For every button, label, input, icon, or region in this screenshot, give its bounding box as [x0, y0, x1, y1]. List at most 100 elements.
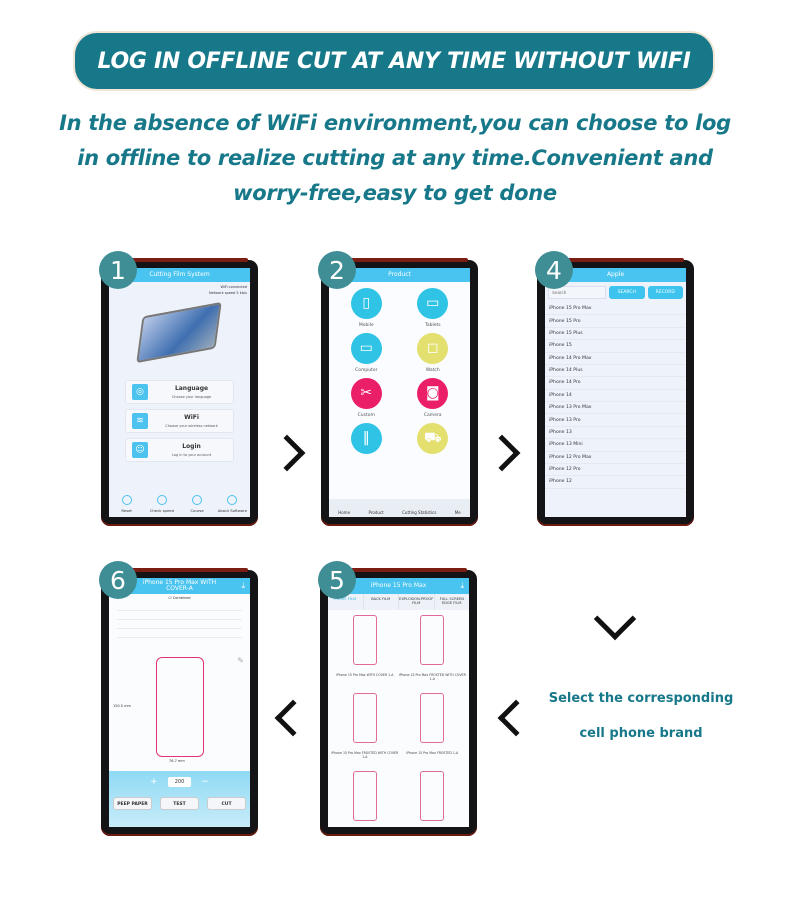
category-item[interactable]: ✂ Custom — [333, 378, 400, 418]
category-item[interactable]: ▭Tablets — [400, 288, 467, 328]
category-item[interactable]: ▯Mobile — [333, 288, 400, 328]
film-item[interactable] — [331, 769, 399, 827]
download-icon[interactable]: ⤓ — [460, 581, 464, 590]
nav-label: Me — [454, 510, 461, 515]
search-button[interactable]: SEARCH — [609, 286, 645, 299]
nav-tab[interactable]: Cutting Statistics — [402, 510, 436, 515]
model-list-item[interactable]: iPhone 14 Pro Max — [545, 353, 686, 365]
arrow-right-icon — [268, 434, 306, 472]
download-icon[interactable]: ⤓ — [241, 581, 245, 590]
film-tab[interactable]: EXPLOSION-PROOF FILM — [399, 594, 434, 610]
cut-button[interactable]: CUT — [207, 797, 246, 810]
film-outline — [352, 615, 377, 665]
footer-item[interactable]: About Software — [217, 495, 247, 513]
arrow-left-icon — [497, 699, 535, 737]
note-line-2: cell phone brand — [579, 726, 703, 741]
nav-tab[interactable]: Me — [455, 510, 461, 515]
film-item[interactable] — [399, 769, 467, 827]
arrow-right-icon — [483, 434, 521, 472]
footer-label: Check speed — [149, 508, 175, 513]
subtitle: In the absence of WiFi environment,you c… — [30, 106, 760, 211]
film-label: iPhone 15 Pro Max FROSTED WITH COVER 1-A — [331, 751, 399, 759]
film-tab[interactable]: BACK FILM — [363, 594, 398, 610]
menu-label: WiFi — [184, 414, 199, 421]
category-item[interactable]: ‖ — [333, 423, 400, 458]
model-list-item[interactable]: iPhone 15 Pro — [545, 315, 686, 328]
wifi-icon: ≋ — [132, 413, 148, 429]
category-label: Custom — [357, 413, 375, 418]
wifi-status: WiFi connected — [220, 285, 247, 289]
film-outline — [420, 771, 445, 821]
category-icon: ▯ — [350, 288, 382, 319]
model-list-item[interactable]: iPhone 12 Pro Max — [545, 452, 686, 464]
nav-tab[interactable]: Home — [338, 510, 350, 515]
screen-title: Product — [329, 268, 470, 282]
category-item[interactable]: ⛟ — [400, 423, 467, 458]
category-icon: ◻ — [417, 333, 449, 364]
model-list-item[interactable]: iPhone 13 Pro — [545, 414, 686, 427]
model-list-item[interactable]: iPhone 15 Pro Max — [545, 303, 686, 316]
film-outline — [420, 615, 445, 665]
category-icon: ◙ — [417, 378, 449, 409]
category-icon: ▭ — [350, 333, 382, 364]
film-item[interactable]: iPhone 15 Pro Max WITH COVER 1-A — [331, 613, 399, 691]
film-item[interactable]: iPhone 15 Pro Max FROSTED WITH COVER 1-A — [331, 691, 399, 769]
model-list-item[interactable]: iPhone 15 — [545, 340, 686, 353]
step-badge-5: 5 — [318, 561, 356, 599]
model-list-item[interactable]: iPhone 13 Mini — [545, 439, 686, 452]
test-button[interactable]: TEST — [160, 797, 199, 810]
film-label: iPhone 15 Pro Max FROSTED WITH COVER 1-A — [398, 673, 466, 681]
footer-icon — [192, 495, 203, 505]
combined-checkbox[interactable]: ☑ — [168, 596, 173, 600]
footer-item[interactable]: Reset — [112, 495, 142, 513]
category-icon: ▭ — [417, 288, 449, 319]
model-list-item[interactable]: iPhone 12 — [545, 476, 686, 489]
film-label: iPhone 15 Pro Max WITH COVER 1-A — [336, 673, 394, 677]
screen-title: iPhone 15 Pro Max WITH COVER-A — [142, 579, 217, 592]
menu-sublabel: Choose your language — [171, 395, 212, 399]
screen-title: Cutting Film System — [109, 268, 250, 282]
cut-options — [117, 602, 242, 638]
model-list-item[interactable]: iPhone 15 Plus — [545, 328, 686, 341]
decrease-button[interactable]: − — [201, 777, 209, 787]
category-item[interactable]: ▭ Computer — [333, 333, 400, 373]
model-list-item[interactable]: iPhone 13 Pro Max — [545, 402, 686, 415]
record-button[interactable]: RECORD — [647, 286, 683, 299]
increase-button[interactable]: + — [150, 777, 158, 787]
category-label: Computer — [355, 368, 378, 373]
nav-label: Product — [368, 510, 384, 515]
menu-sublabel: Log in to your account — [171, 453, 212, 457]
footer-icon — [227, 495, 238, 505]
model-list-item[interactable]: iPhone 14 Plus — [545, 365, 686, 378]
step-badge-4: 4 — [535, 251, 573, 289]
film-item[interactable]: iPhone 15 Pro Max FROSTED 1-A — [399, 691, 467, 769]
footer-item[interactable]: Course — [182, 495, 212, 513]
category-icon: ✂ — [350, 378, 382, 409]
banner-title: LOG IN OFFLINE CUT AT ANY TIME WITHOUT W… — [75, 33, 713, 89]
nav-tab[interactable]: Product — [368, 510, 383, 515]
step-badge-2: 2 — [318, 251, 356, 289]
film-item[interactable]: iPhone 15 Pro Max FROSTED WITH COVER 1-A — [399, 613, 467, 691]
film-tab[interactable]: FULL SCREEN EDGE FILM — [434, 594, 469, 610]
nav-label: Home — [338, 510, 351, 515]
nav-label: Cutting Statistics — [402, 510, 437, 515]
width-label: 76.7 mm — [169, 759, 185, 763]
phone-step-2: Product ▯Mobile▭Tablets▭Computer◻Watch✂C… — [321, 258, 478, 526]
film-outline — [420, 693, 445, 743]
category-item[interactable]: ◙Camera — [400, 378, 467, 418]
model-list-item[interactable]: iPhone 13 — [545, 427, 686, 440]
pressure-input[interactable]: 200 — [167, 777, 192, 787]
search-input[interactable] — [548, 286, 606, 299]
phone-step-6: iPhone 15 Pro Max WITH COVER-A⤓ ☑ Combin… — [101, 568, 258, 836]
model-list-item[interactable]: iPhone 14 — [545, 390, 686, 402]
category-item[interactable]: ◻Watch — [400, 333, 467, 373]
model-list-item[interactable]: iPhone 12 Pro — [545, 464, 686, 477]
footer-item[interactable]: Check speed — [147, 495, 177, 513]
edit-icon[interactable]: ✎ — [237, 656, 244, 665]
model-list-item[interactable]: iPhone 14 Pro — [545, 377, 686, 390]
peel-paper-button[interactable]: PEEP PAPER — [113, 797, 152, 810]
